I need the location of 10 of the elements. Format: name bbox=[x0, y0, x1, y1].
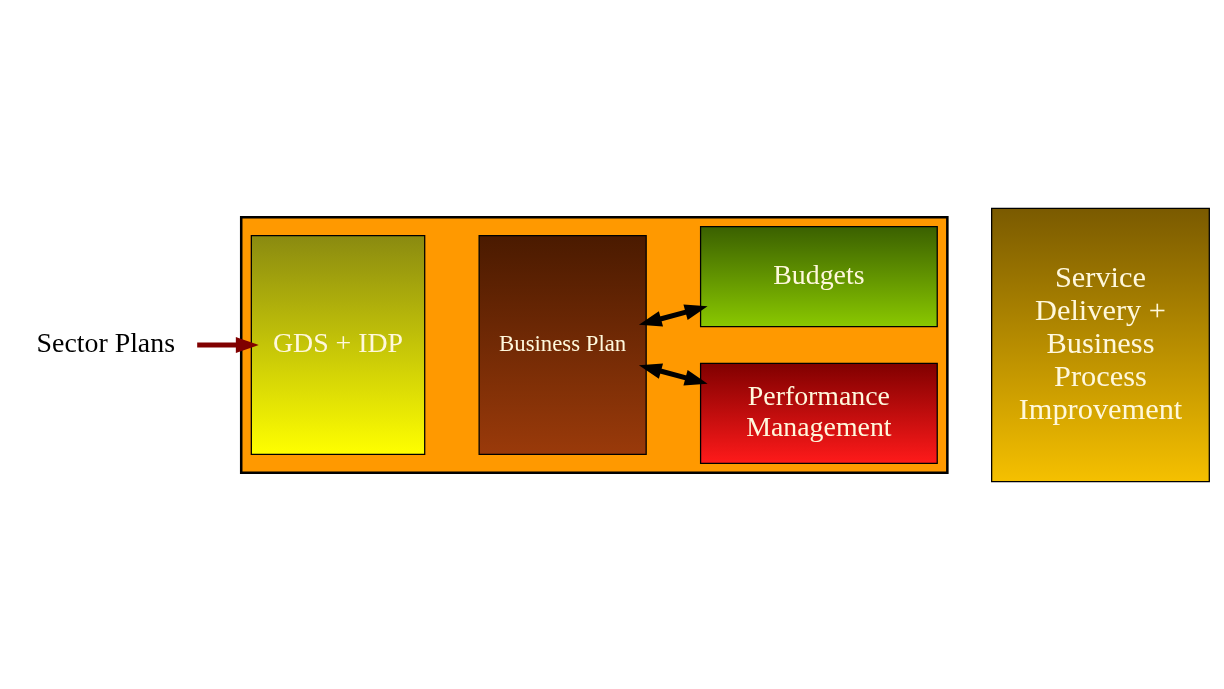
cluster bbox=[239, 215, 949, 474]
node-box: Performance Management bbox=[699, 362, 938, 464]
node-text: Sector Plans bbox=[36, 326, 175, 358]
node-box: Budgets bbox=[699, 225, 938, 327]
arrow bbox=[197, 336, 259, 353]
arrow bbox=[638, 362, 708, 385]
node-box: GDS + IDP bbox=[250, 234, 426, 455]
node-box: Business Plan bbox=[478, 234, 647, 455]
arrow bbox=[638, 304, 708, 327]
node-box: Service Delivery + Business Process Improvement bbox=[991, 207, 1210, 482]
